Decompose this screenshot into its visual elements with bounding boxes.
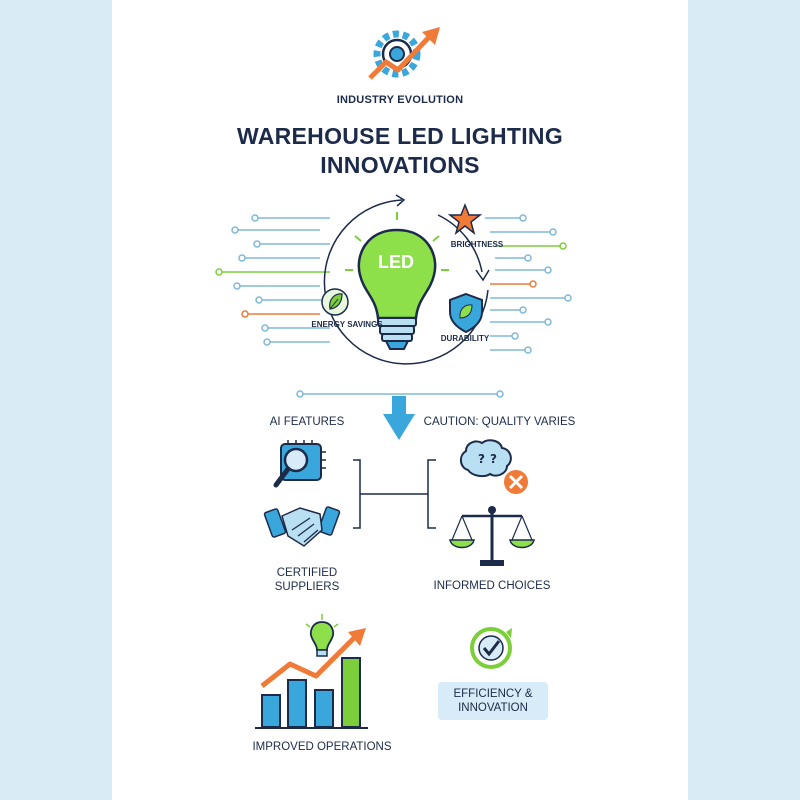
infographic-panel: ? ? [112,0,688,800]
bulb-text: LED [378,252,414,272]
brain-question-icon: ? ? [460,439,512,478]
efficiency-badge: EFFICIENCY & INNOVATION [438,682,548,720]
growth-chart-icon [255,614,368,729]
certified-line-2: SUPPLIERS [274,581,340,593]
certified-line-1: CERTIFIED [276,567,338,579]
circuit-lines-right [485,214,572,354]
glow-rays [345,212,449,271]
certified-suppliers-caption: CERTIFIED SUPPLIERS [252,566,362,594]
ai-features-heading: AI FEATURES [269,416,345,428]
scales-icon [449,506,535,566]
badge-line-1: EFFICIENCY & [453,688,533,700]
x-mark-icon [502,468,530,496]
cycle-arrow-icon [323,194,490,365]
brightness-label: BRIGHTNESS [450,240,504,249]
informed-choices-caption: INFORMED CHOICES [433,580,551,592]
page-title: WAREHOUSE LED LIGHTING INNOVATIONS [112,122,688,180]
badge-line-2: INNOVATION [458,702,528,714]
check-circle-icon [470,627,512,669]
kicker-text: INDUSTRY EVOLUTION [336,94,464,106]
star-icon [447,202,483,235]
title-line-1: WAREHOUSE LED LIGHTING [236,123,564,149]
bracket-connector [353,459,436,529]
caution-heading: CAUTION: QUALITY VARIES [423,416,576,428]
svg-text:?: ? [478,452,485,466]
down-arrow-icon [383,396,415,440]
handshake-icon [263,506,341,547]
divider-timeline [296,390,504,398]
svg-text:?: ? [490,452,497,466]
shield-leaf-icon [449,292,483,334]
chip-search-icon [273,440,326,488]
lightbulb-icon [357,228,437,350]
durability-label: DURABILITY [440,334,490,343]
improved-operations-caption: IMPROVED OPERATIONS [252,741,392,753]
badge-text: EFFICIENCY & INNOVATION [438,687,548,715]
energy-savings-label: ENERGY SAVINGS [311,320,383,329]
leaf-icon [321,288,349,316]
gear-growth-icon [368,27,440,80]
title-line-2: INNOVATIONS [320,152,480,178]
infographic-art: ? ? [215,27,572,729]
circuit-lines-left [215,214,330,346]
